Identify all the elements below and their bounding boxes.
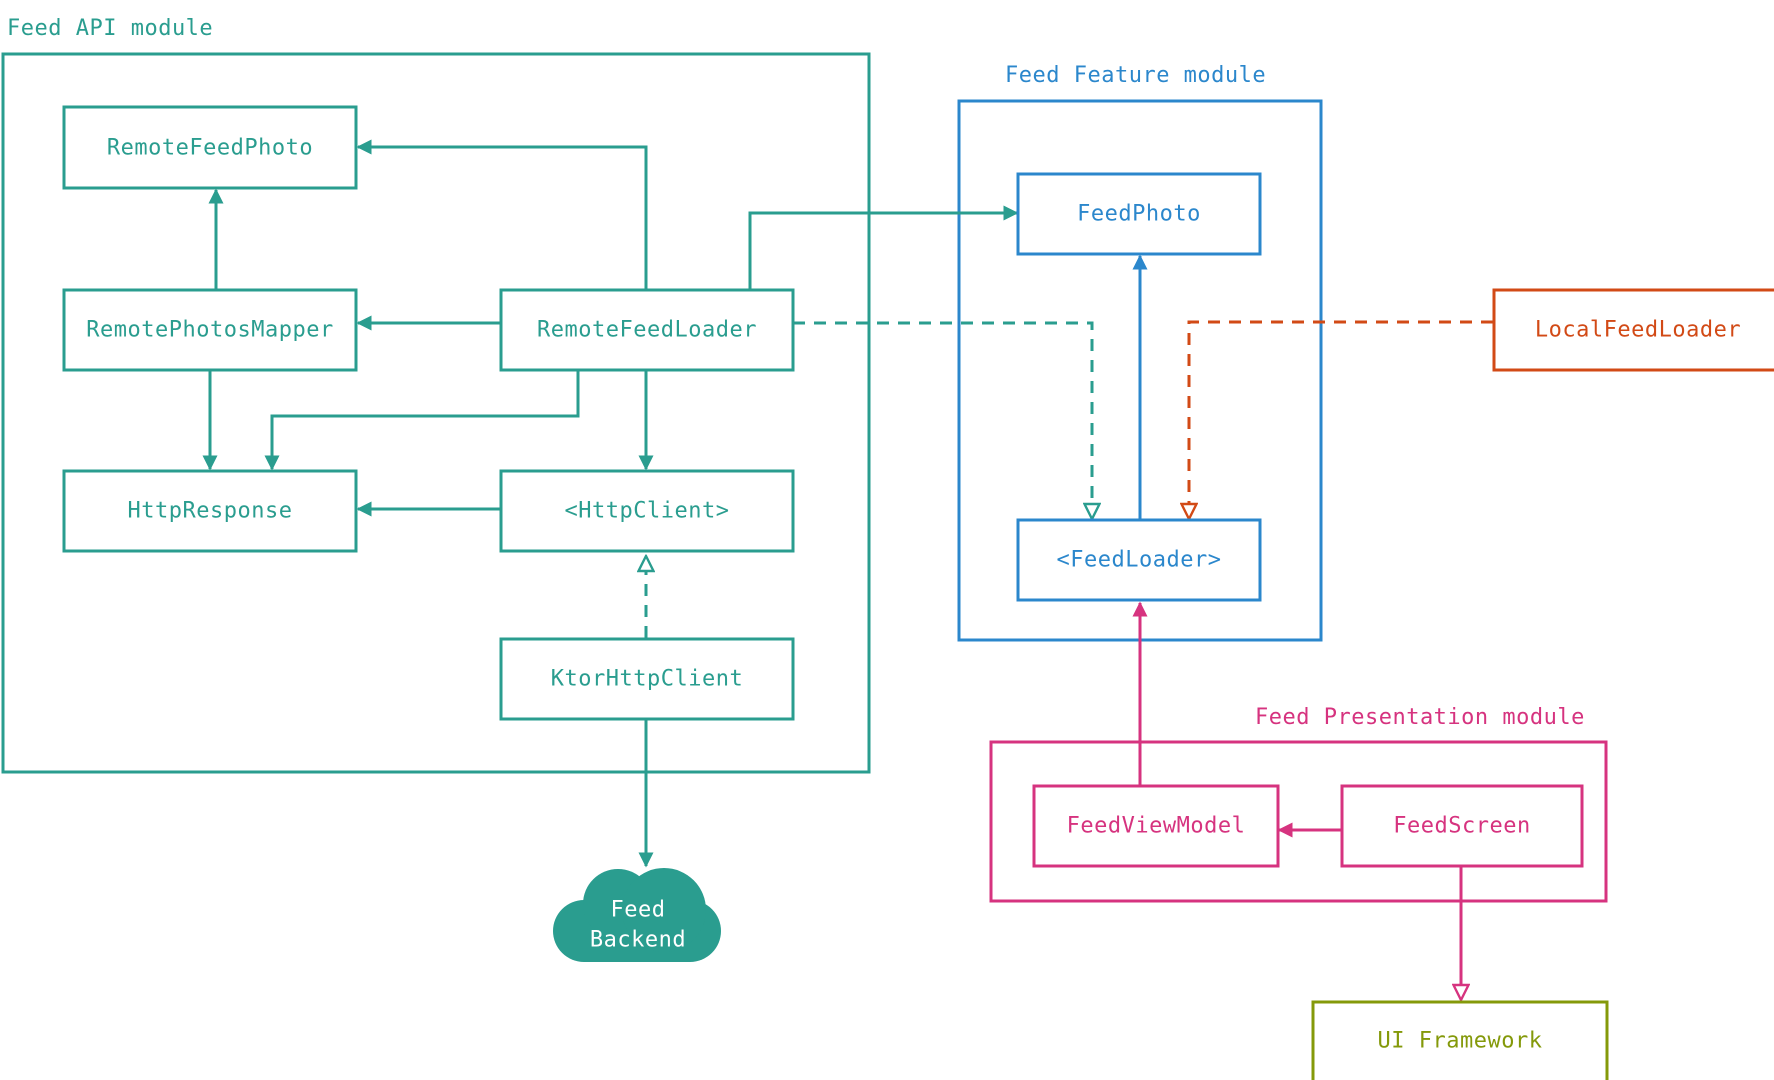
feed-backend-label-line2: Backend <box>590 928 686 953</box>
node-http-response-label: HttpResponse <box>128 499 293 524</box>
node-ktor-http-client[interactable]: KtorHttpClient <box>499 637 795 721</box>
api-edges <box>202 139 1092 868</box>
cloud-icon <box>553 868 721 962</box>
node-feed-screen-label: FeedScreen <box>1393 814 1530 839</box>
presentation-edges <box>1132 601 1461 1000</box>
node-ktor-http-client-label: KtorHttpClient <box>551 667 743 692</box>
edge-loader-to-response <box>264 370 580 471</box>
node-feed-view-model-label: FeedViewModel <box>1067 814 1246 839</box>
node-feed-screen[interactable]: FeedScreen <box>1340 784 1584 868</box>
feed-backend-label-line1: Feed <box>611 898 666 923</box>
node-remote-feed-photo[interactable]: RemoteFeedPhoto <box>62 105 358 190</box>
edge-remote-implements-feedloader <box>793 321 1092 519</box>
feed-presentation-module: Feed Presentation module <box>989 705 1608 903</box>
node-remote-feed-loader-label: RemoteFeedLoader <box>537 318 757 343</box>
node-remote-feed-loader[interactable]: RemoteFeedLoader <box>499 288 795 372</box>
feed-presentation-module-label: Feed Presentation module <box>1255 705 1585 730</box>
node-feed-view-model[interactable]: FeedViewModel <box>1032 784 1280 868</box>
node-feed-loader-label: <FeedLoader> <box>1057 548 1222 573</box>
node-feed-loader[interactable]: <FeedLoader> <box>1016 518 1262 602</box>
node-remote-photos-mapper-label: RemotePhotosMapper <box>86 318 333 343</box>
node-http-client-label: <HttpClient> <box>565 499 730 524</box>
node-ui-framework-label: UI Framework <box>1378 1029 1543 1054</box>
node-http-response[interactable]: HttpResponse <box>62 469 358 553</box>
node-local-feed-loader-label: LocalFeedLoader <box>1535 318 1741 343</box>
feed-feature-module-label: Feed Feature module <box>1005 63 1266 88</box>
node-feed-photo-label: FeedPhoto <box>1077 202 1201 227</box>
feed-api-module-label: Feed API module <box>7 16 213 41</box>
edge-loader-to-feed-photo <box>748 205 1019 289</box>
node-local-feed-loader[interactable]: LocalFeedLoader <box>1492 288 1774 372</box>
node-remote-photos-mapper[interactable]: RemotePhotosMapper <box>62 288 358 372</box>
feed-api-module: Feed API module <box>1 16 871 774</box>
edge-local-implements-feedloader <box>1189 320 1493 519</box>
node-http-client[interactable]: <HttpClient> <box>499 469 795 553</box>
node-feed-photo[interactable]: FeedPhoto <box>1016 172 1262 256</box>
node-ui-framework[interactable]: UI Framework <box>1311 1000 1609 1080</box>
node-remote-feed-photo-label: RemoteFeedPhoto <box>107 136 313 161</box>
feed-presentation-module-frame <box>989 740 1608 903</box>
feed-api-module-frame <box>1 52 871 774</box>
edge-loader-to-remote-photo <box>356 139 648 289</box>
feed-backend[interactable]: Feed Backend <box>553 868 721 962</box>
